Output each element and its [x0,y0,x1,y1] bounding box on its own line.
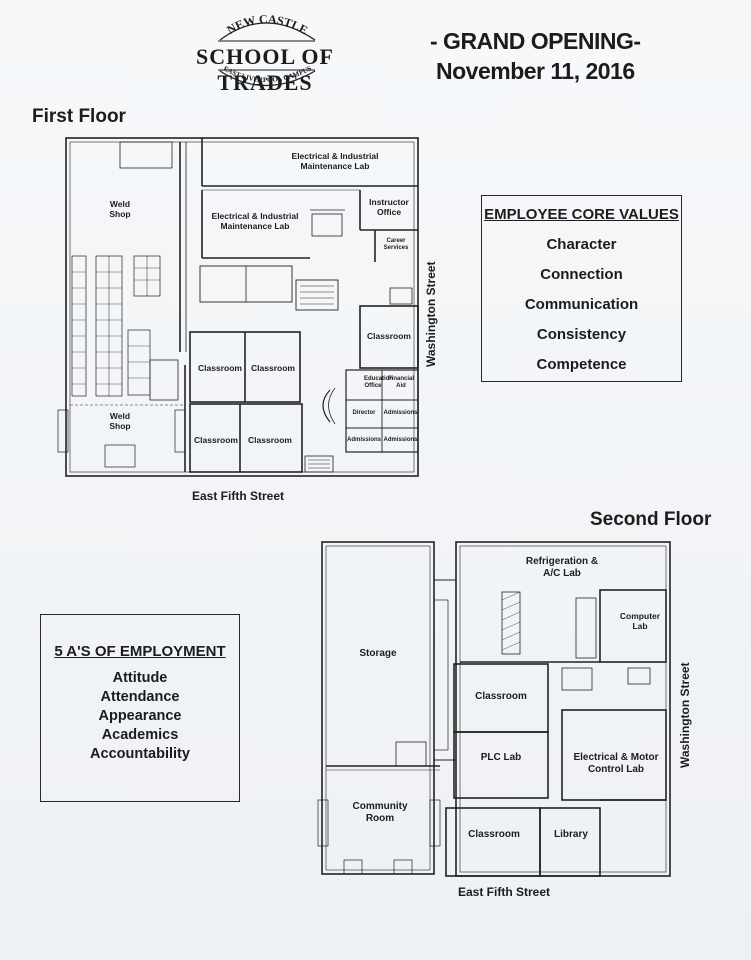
room-classroom-bottom: Classroom [468,829,520,840]
room-director: Director [352,410,376,416]
second-floor-title: Second Floor [590,509,712,530]
room-classroom-top: Classroom [475,691,527,702]
room-classroom-a: Classroom [198,363,242,373]
core-value-item: Consistency [536,326,627,343]
employment-title: 5 A'S OF EMPLOYMENT [54,643,226,660]
second-floor-street-bottom: East Fifth Street [458,885,551,899]
employment-item: Appearance [98,708,182,724]
logo-main-text: SCHOOL OF TRADES [196,44,334,95]
first-floor-title: First Floor [32,106,126,127]
room-admissions-b: Admissions [346,437,381,443]
employment-item: Accountability [90,746,190,762]
event-date: November 11, 2016 [436,58,635,84]
core-values-title: EMPLOYEE CORE VALUES [484,206,679,223]
logo-emblem: NEW CASTLE EAST LIVERPOOL CAMPUS [218,12,316,86]
room-library: Library [554,829,588,840]
core-value-item: Connection [540,266,623,283]
second-floor-street-side: Washington Street [678,662,692,768]
room-refrigeration-lab: Refrigeration &A/C Lab [525,556,599,579]
core-value-item: Communication [524,296,639,313]
room-admissions-a: Admissions [383,410,418,416]
employment-item: Attendance [100,689,180,705]
employment-item: Attitude [112,670,168,686]
room-classroom-d: Classroom [248,435,292,445]
core-value-item: Character [546,236,617,253]
first-floor-street-bottom: East Fifth Street [192,489,285,503]
room-plc-lab: PLC Lab [480,752,522,763]
core-value-item: Competence [536,356,627,373]
employment-box: 5 A'S OF EMPLOYMENT Attitude Attendance … [40,614,240,802]
room-admissions-c: Admissions [383,437,418,443]
core-values-box: EMPLOYEE CORE VALUES Character Connectio… [481,195,682,382]
employment-item: Academics [101,727,179,743]
room-classroom-c: Classroom [194,435,238,445]
room-classroom-b: Classroom [251,363,295,373]
event-title: - GRAND OPENING- [430,28,641,54]
room-classroom-right: Classroom [367,331,411,341]
room-storage: Storage [359,648,397,659]
